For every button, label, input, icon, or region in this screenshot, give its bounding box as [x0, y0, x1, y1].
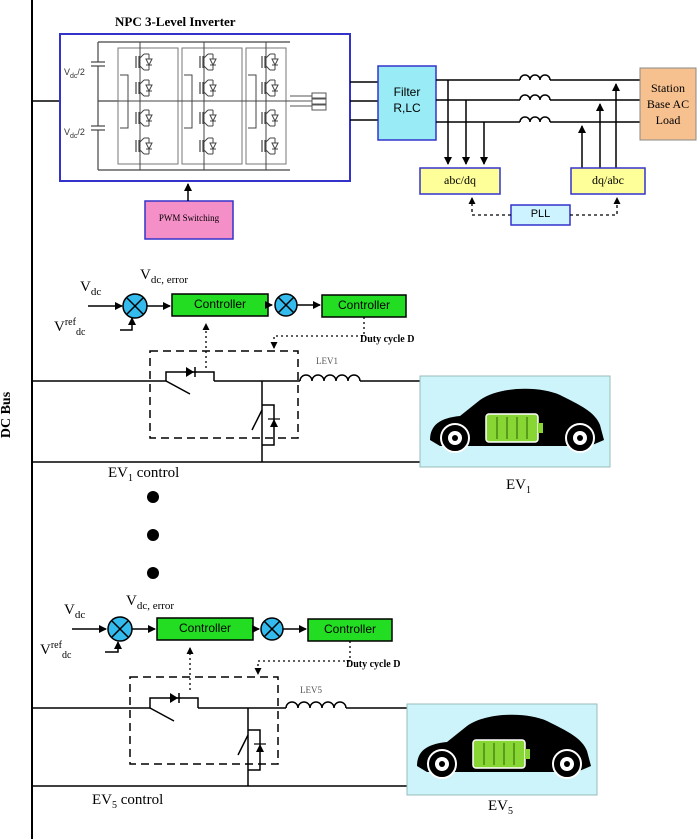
pwm-switching-label: PWM Switching	[158, 213, 220, 223]
battery-icon-1	[485, 413, 539, 443]
load-label-line3: Load	[655, 113, 681, 127]
ev-control-label-1: EV1 control	[108, 465, 180, 484]
ellipsis-dot-3	[147, 567, 159, 579]
ev-section-1	[32, 293, 420, 463]
ellipsis-dot-1	[147, 491, 159, 503]
duty-cycle-label-1: Duty cycle D	[360, 334, 415, 345]
ev-panel-1	[419, 375, 611, 468]
ev-label-5: EV5	[488, 798, 513, 817]
filter-label-line2: R,LC	[393, 101, 421, 115]
battery-icon-5	[472, 739, 526, 769]
vdc-half-bottom-label: Vdc/2	[64, 127, 85, 140]
converter-dashed-box-5	[129, 676, 279, 765]
vref-label-5: Vrefdc	[40, 640, 72, 661]
abc-dq-box	[419, 167, 501, 195]
controller-label-5a: Controller	[178, 621, 232, 635]
vref-label-1: Vrefdc	[54, 317, 86, 338]
inverter-output-lines	[290, 92, 327, 111]
ellipsis-dot-2	[147, 529, 159, 541]
dq-abc-label: dq/abc	[592, 173, 624, 187]
three-phase-lines	[436, 74, 640, 123]
dq-abc-box	[570, 167, 646, 195]
controller-label-5b: Controller	[323, 622, 377, 636]
abc-dq-label: abc/dq	[444, 173, 476, 187]
abc-dq-measurement-arrows	[444, 80, 488, 165]
controller-label-1a: Controller	[193, 297, 247, 311]
duty-cycle-label-5: Duty cycle D	[346, 659, 401, 670]
vdc-input-label-1: Vdc	[80, 279, 102, 298]
inverter-box	[59, 33, 351, 182]
dc-link-capacitors	[91, 41, 290, 171]
load-label-line2: Base AC	[646, 97, 690, 111]
pll-dashed-links	[468, 197, 621, 216]
inductor-lev1	[299, 374, 361, 382]
inverter-title: NPC 3-Level Inverter	[115, 14, 236, 29]
ev-section-5	[32, 616, 410, 787]
vdc-half-top-label: Vdc/2	[64, 67, 85, 80]
pwm-switching-box	[144, 200, 234, 240]
dq-abc-output-arrows	[578, 83, 620, 170]
controller-label-1b: Controller	[337, 298, 391, 312]
station-load-box	[639, 67, 697, 141]
error-label-5: Vdc, error	[126, 593, 175, 612]
inverter-to-filter-lines	[350, 81, 378, 121]
vdc-input-label-5: Vdc	[64, 602, 86, 621]
inverter-legs	[117, 42, 290, 170]
ev-control-label-5: EV5 control	[92, 792, 164, 811]
dc-bus-label: DC Bus	[0, 391, 15, 439]
inductor-label-5: LEV5	[300, 685, 322, 695]
inductor-lev5	[285, 701, 347, 709]
inductor-label-1: LEV1	[316, 356, 338, 366]
ev-panel-5	[406, 703, 598, 796]
load-label-line1: Station	[650, 81, 685, 95]
error-label-1: Vdc, error	[140, 267, 189, 286]
filter-label-line1: Filter	[393, 85, 421, 99]
ev-label-1: EV1	[506, 477, 531, 496]
filter-box	[377, 65, 437, 141]
pll-label: PLL	[530, 208, 551, 220]
